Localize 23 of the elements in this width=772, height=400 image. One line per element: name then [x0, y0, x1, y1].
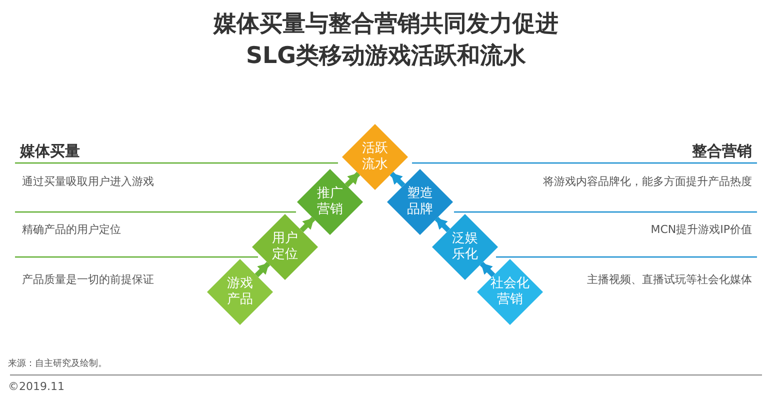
- description-text: 通过买量吸取用户进入游戏: [22, 174, 154, 189]
- copyright-text: ©2019.11: [8, 380, 64, 393]
- diamond-node: 塑造品牌: [387, 169, 453, 235]
- source-caption: 来源：自主研究及绘制。: [8, 358, 107, 370]
- title: 媒体买量与整合营销共同发力促进SLG类移动游戏活跃和流水: [212, 10, 560, 71]
- arrow: [254, 262, 270, 278]
- diamond-node: 游戏产品: [207, 259, 273, 325]
- description-text: 精确产品的用户定位: [22, 222, 121, 237]
- section-heading: 媒体买量: [20, 142, 80, 161]
- diamond-node: 用户定位: [252, 214, 318, 280]
- arrow: [344, 172, 360, 188]
- arrow: [480, 262, 496, 278]
- section-heading: 整合营销: [692, 142, 752, 161]
- description-text: MCN提升游戏IP价值: [650, 222, 752, 237]
- description-text: 主播视频、直播试玩等社会化媒体: [587, 272, 752, 287]
- arrow: [300, 216, 316, 232]
- description-text: 产品质量是一切的前提保证: [22, 272, 154, 287]
- diamond-node: 活跃流水: [342, 124, 408, 190]
- arrow: [390, 172, 406, 188]
- arrow: [434, 216, 450, 232]
- diamond-node: 推广营销: [297, 169, 363, 235]
- description-text: 将游戏内容品牌化，能多方面提升产品热度: [543, 174, 752, 189]
- diamond-node: 社会化营销: [477, 259, 543, 325]
